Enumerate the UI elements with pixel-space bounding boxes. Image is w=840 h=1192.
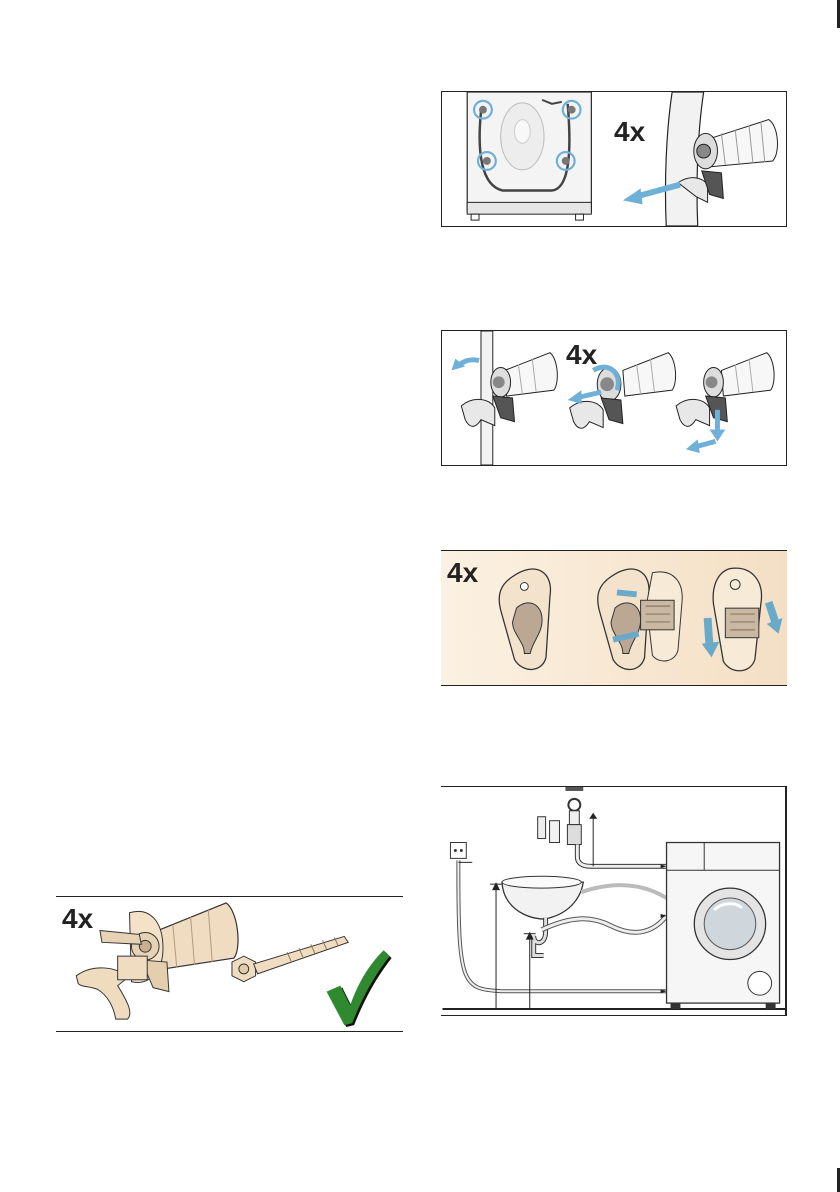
bolt-kit-illustration xyxy=(56,897,403,1031)
cover-cap-step-2 xyxy=(598,569,682,669)
bolt-step-1 xyxy=(461,353,557,427)
figure-bolt-removal-steps: 4x xyxy=(441,330,787,466)
removal-steps-illustration xyxy=(442,331,786,465)
figure-transport-bolts-rear: 4x xyxy=(441,91,787,227)
washing-machine-icon xyxy=(667,843,780,1010)
count-label: 4x xyxy=(614,118,645,146)
screw-part xyxy=(232,936,348,981)
count-label: 4x xyxy=(566,341,597,369)
bolt-step-3 xyxy=(676,353,774,427)
transport-bolt-part xyxy=(76,903,238,1019)
figure-installation-dimensions xyxy=(441,786,787,1016)
figure-4-frame-edge xyxy=(785,786,787,1016)
rear-illustration xyxy=(442,92,786,226)
cover-caps-illustration xyxy=(441,551,787,685)
checkmark-icon xyxy=(327,950,392,1027)
water-tap-icon xyxy=(538,787,584,844)
count-label: 4x xyxy=(62,905,93,933)
cover-cap-icon xyxy=(499,569,550,669)
socket-icon xyxy=(450,843,466,859)
count-label: 4x xyxy=(447,559,478,587)
figure-transport-bolt-kit: 4x xyxy=(56,896,403,1032)
cover-cap-step-3 xyxy=(713,568,761,671)
installation-illustration xyxy=(441,787,787,1015)
figure-cover-caps: 4x xyxy=(441,550,787,686)
